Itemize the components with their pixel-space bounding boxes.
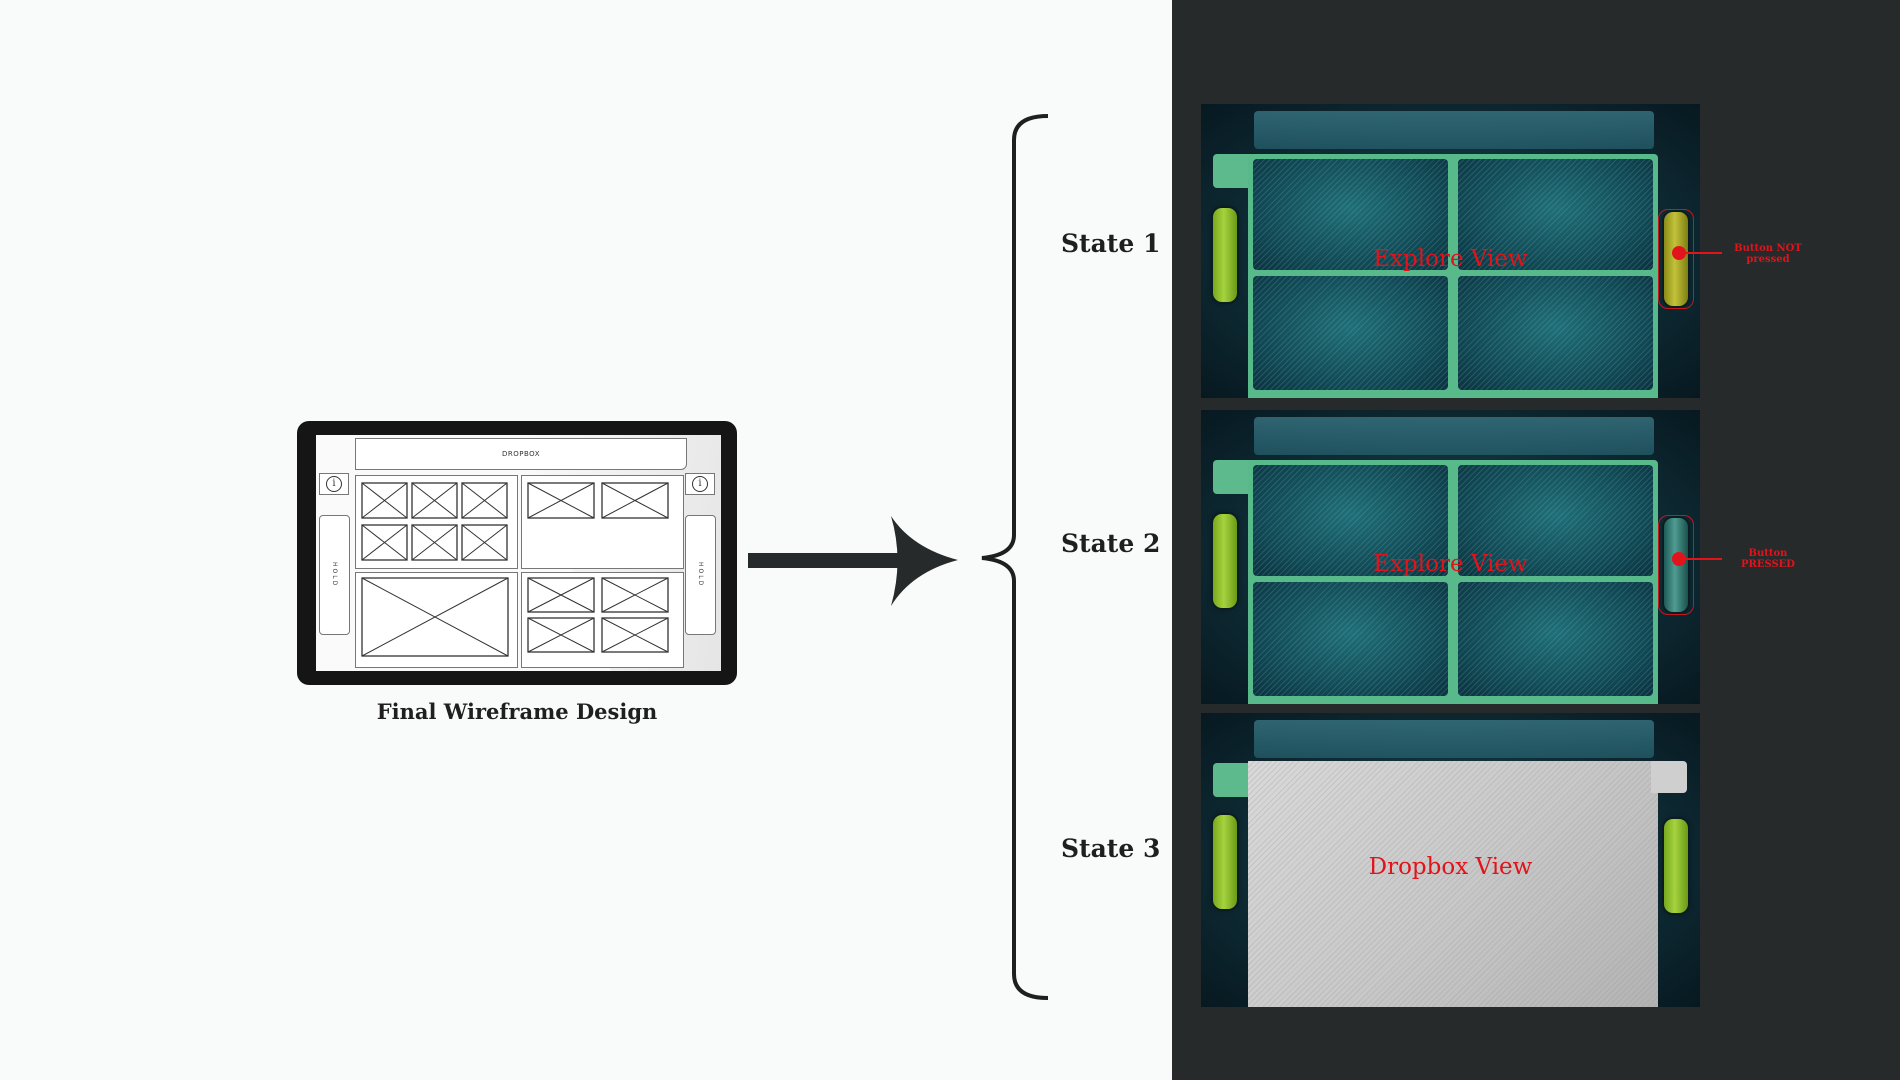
top-bar [1254, 417, 1654, 455]
placeholder-image-icon [361, 482, 408, 519]
note-button-not-pressed: Button NOT pressed [1734, 243, 1802, 265]
state-1-label: State 1 [1061, 229, 1161, 258]
arrow-right-icon [748, 516, 958, 606]
wireframe-hold-label: HOLD [697, 562, 704, 588]
wireframe-tablet: DROPBOX i i HOLD HOLD [297, 421, 737, 685]
side-tab [1213, 763, 1253, 797]
placeholder-image-icon [361, 524, 408, 561]
placeholder-image-icon [527, 482, 595, 519]
placeholder-image-icon [361, 577, 509, 657]
explore-cell [1253, 276, 1448, 390]
explore-cell [1458, 276, 1653, 390]
dropbox-screen [1248, 761, 1658, 1007]
wireframe-dropbox-label: DROPBOX [501, 450, 541, 458]
state-2-screen: Explore View [1201, 410, 1700, 704]
placeholder-image-icon [601, 482, 669, 519]
placeholder-image-icon [461, 482, 508, 519]
wireframe-hold-label: HOLD [331, 562, 338, 588]
hold-button-left[interactable] [1213, 514, 1237, 608]
placeholder-image-icon [601, 617, 669, 653]
state-3-label: State 3 [1061, 834, 1161, 863]
wireframe-screen: DROPBOX i i HOLD HOLD [316, 435, 721, 671]
explore-cell [1253, 582, 1448, 696]
side-tab [1213, 460, 1253, 494]
hold-button-left[interactable] [1213, 208, 1237, 302]
state-2-label: State 2 [1061, 529, 1161, 558]
explore-cell [1458, 582, 1653, 696]
info-icon: i [692, 476, 708, 492]
dropbox-view-label: Dropbox View [1368, 854, 1533, 880]
wireframe-hold-button-right: HOLD [685, 515, 716, 635]
explore-cell [1458, 465, 1653, 576]
curly-brace-icon [981, 114, 1049, 1000]
explore-cell [1253, 465, 1448, 576]
world-map-texture [1248, 761, 1658, 1007]
placeholder-image-icon [411, 524, 458, 561]
highlight-ring [1658, 209, 1694, 309]
wireframe-info-button-left: i [319, 473, 349, 495]
explore-view-label: Explore View [1373, 551, 1528, 577]
placeholder-image-icon [601, 577, 669, 613]
placeholder-image-icon [411, 482, 458, 519]
placeholder-image-icon [527, 577, 595, 613]
explore-view-label: Explore View [1373, 246, 1528, 272]
note-button-pressed: Button PRESSED [1741, 548, 1795, 570]
wireframe-placeholder-images [361, 482, 669, 657]
explore-frame [1248, 460, 1658, 704]
wireframe-dropbox-bar: DROPBOX [355, 438, 687, 470]
state-3-screen: Dropbox View [1201, 713, 1700, 1007]
placeholder-image-icon [461, 524, 508, 561]
hold-button-right[interactable] [1664, 819, 1688, 913]
top-bar [1254, 111, 1654, 149]
top-bar [1254, 720, 1654, 758]
wireframe-hold-button-left: HOLD [319, 515, 350, 635]
explore-cell [1253, 159, 1448, 270]
hold-button-left[interactable] [1213, 815, 1237, 909]
info-icon: i [326, 476, 342, 492]
side-tab [1213, 154, 1253, 188]
state-1-screen: Explore View [1201, 104, 1700, 398]
wireframe-caption: Final Wireframe Design [376, 699, 658, 724]
wireframe-info-button-right: i [685, 473, 715, 495]
explore-frame [1248, 154, 1658, 398]
highlight-ring [1658, 515, 1694, 615]
dropbox-tab-extension [1651, 761, 1687, 793]
explore-cell [1458, 159, 1653, 270]
placeholder-image-icon [527, 617, 595, 653]
